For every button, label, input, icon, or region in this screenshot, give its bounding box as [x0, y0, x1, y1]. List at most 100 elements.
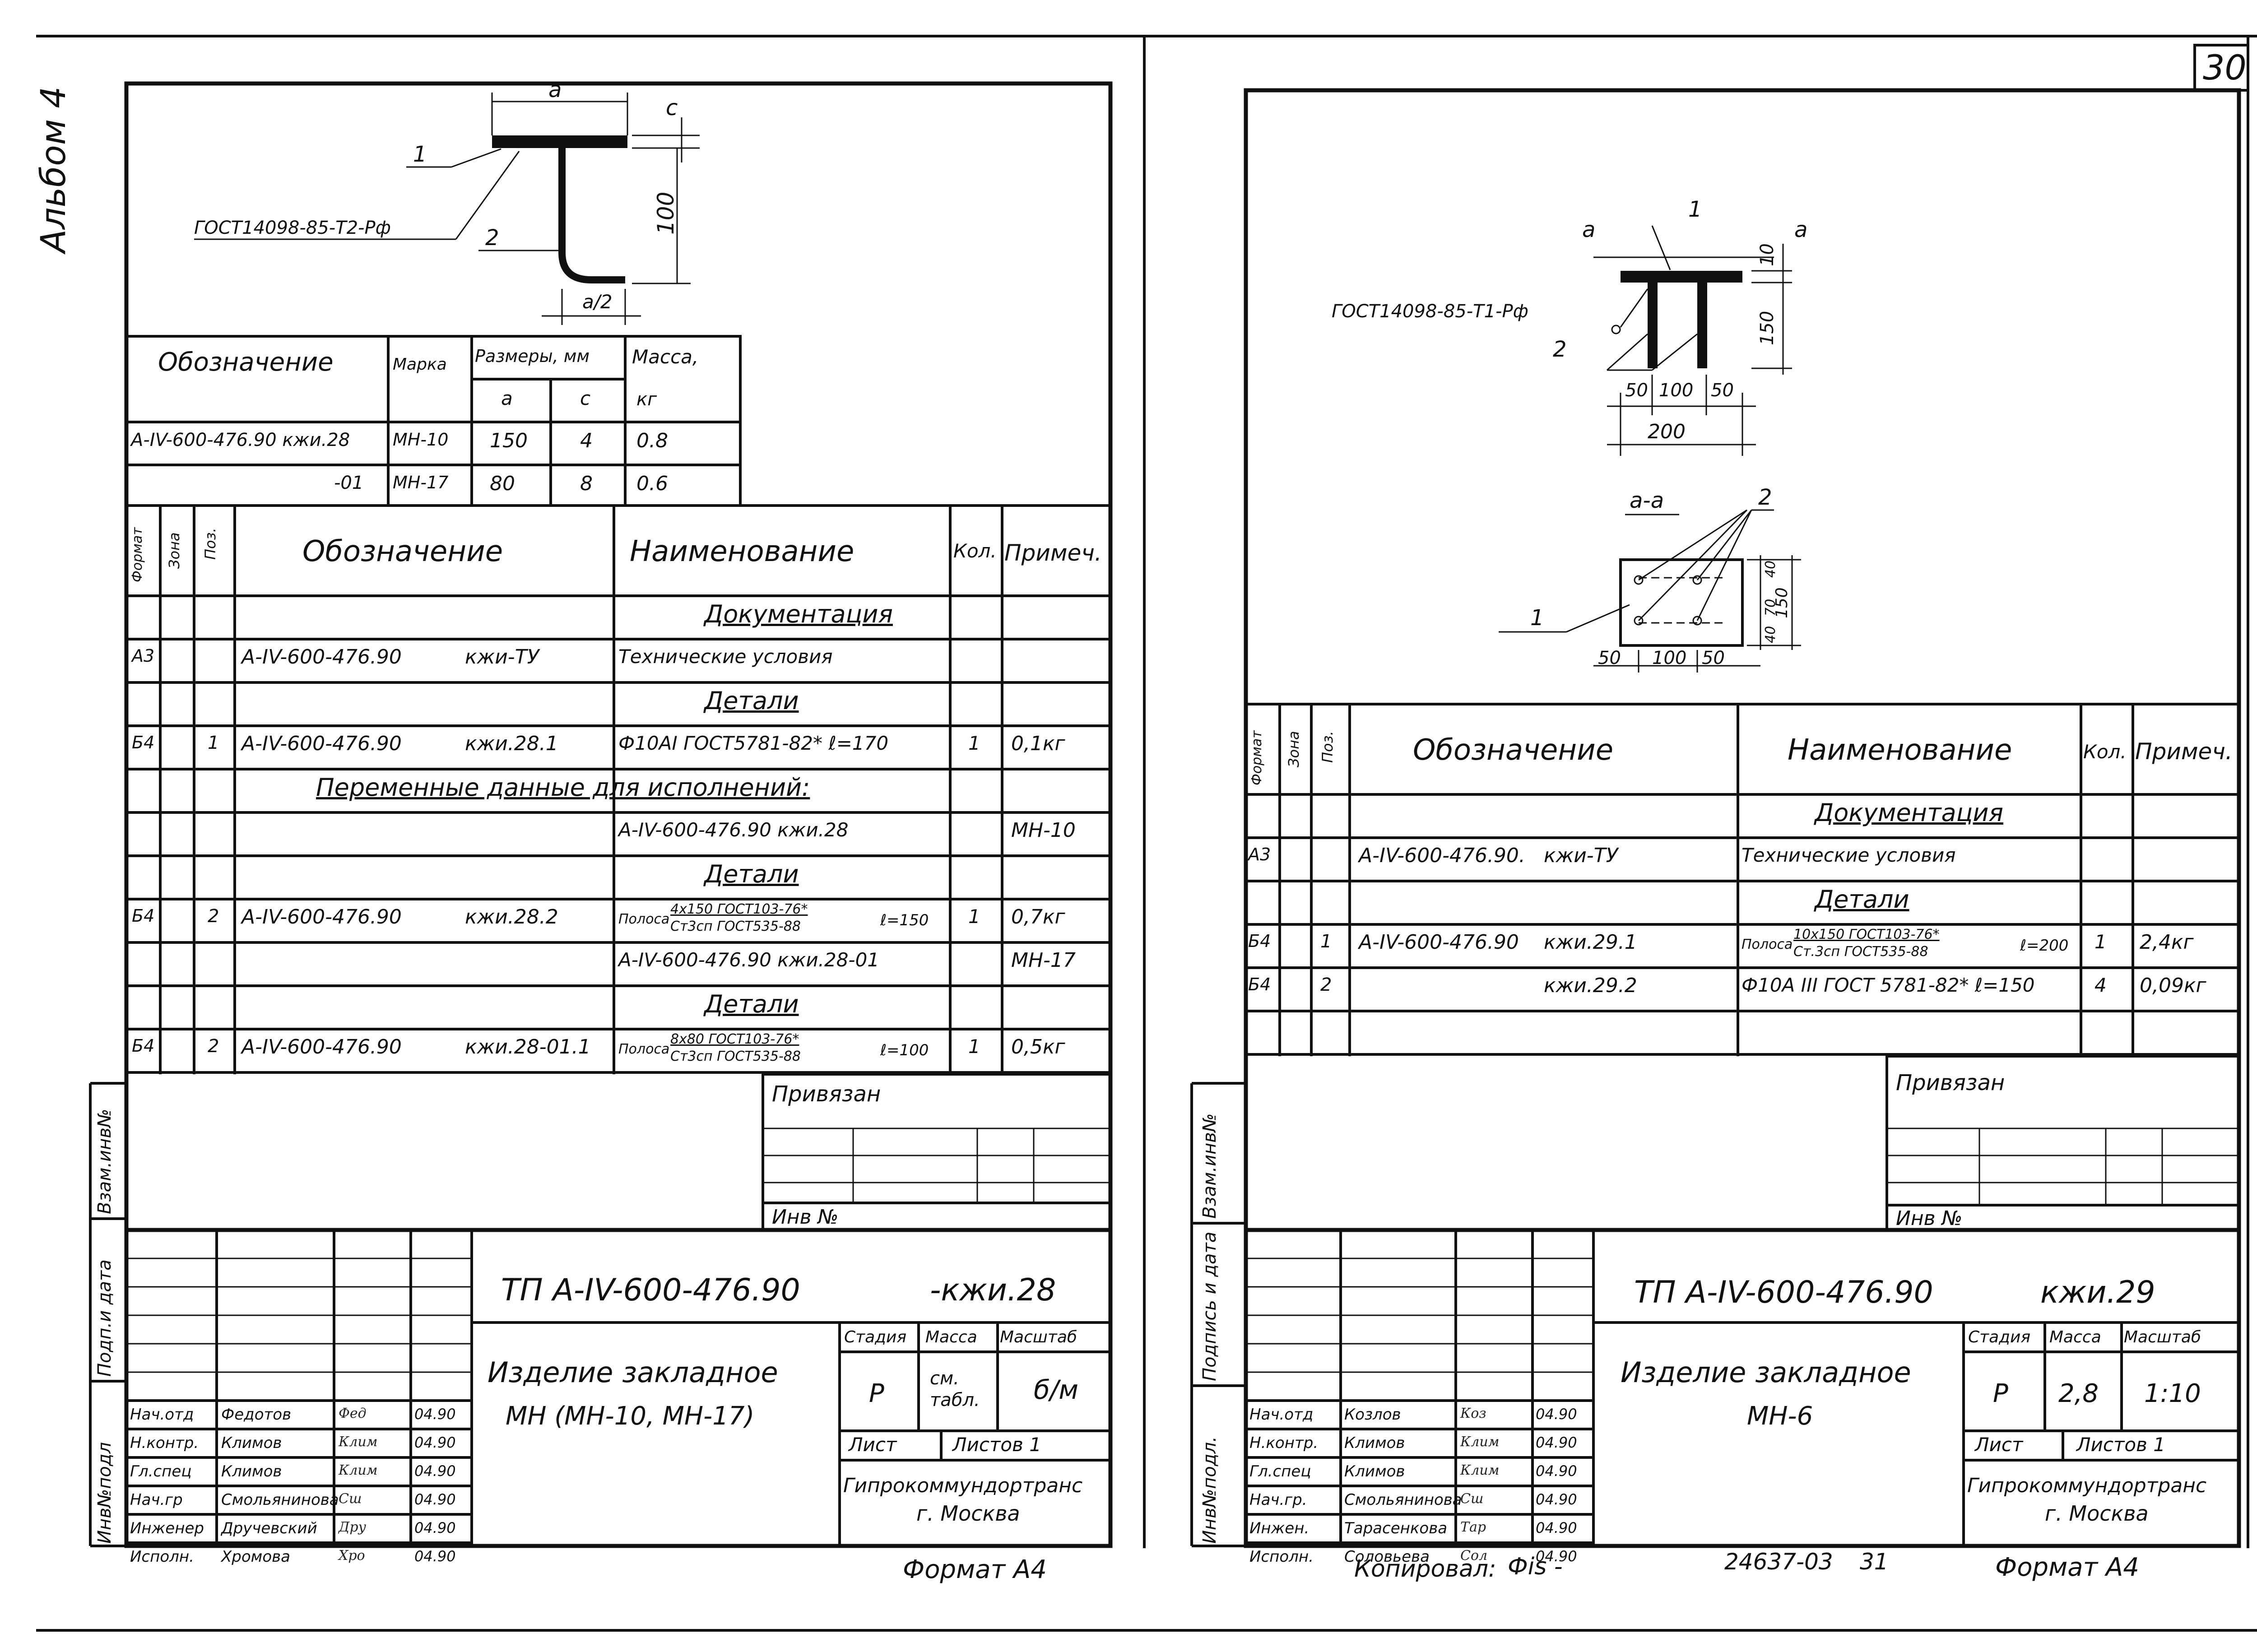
spec-oboz-code: кжи.28.1: [465, 732, 558, 755]
left-tb-masshtab: б/м: [1034, 1374, 1079, 1405]
right-tb-masshtab: 1:10: [2144, 1379, 2201, 1408]
spec-prim: 0,5кг: [1011, 1035, 1065, 1058]
variant-oboz: А-IV-600-476.90 кжи.28: [131, 430, 350, 450]
tb-name: Дручевский: [221, 1519, 317, 1537]
rspec-h-naim: Наименование: [1788, 733, 2012, 767]
spec-poz: 1: [1320, 931, 1332, 952]
spec-naim: А-IV-600-476.90 кжи.28-01: [618, 949, 880, 971]
spec-format: А3: [132, 646, 155, 666]
r-dim-50b: 50: [1711, 380, 1734, 401]
tb-date: 04.90: [414, 1462, 456, 1480]
pos-2: 2: [485, 225, 499, 251]
right-format: Формат А4: [1995, 1553, 2139, 1582]
spec-format: Б4: [132, 906, 155, 926]
tb-date: 04.90: [1536, 1434, 1577, 1451]
tb-signature: Клим: [339, 1434, 378, 1450]
tb-signature: Клим: [339, 1462, 378, 1478]
right-inv-no: Инв №: [1896, 1207, 1963, 1230]
tb-role: Н.контр.: [1249, 1434, 1319, 1452]
r-pos-2: 2: [1553, 337, 1567, 362]
left-tb-list: Лист: [849, 1434, 897, 1456]
spec-section-title: Документация: [704, 600, 893, 628]
spec-variable-data-title: Переменные данные для исполнений:: [316, 773, 810, 802]
tb-name: Смольянинова: [221, 1491, 339, 1509]
right-tb-org1: Гипрокоммундортранс: [1967, 1474, 2207, 1497]
lspec-h-naim: Наименование: [630, 535, 855, 568]
tb-role: Инжен.: [1249, 1519, 1310, 1537]
r-sec-40a: 40: [1763, 560, 1779, 578]
rspec-h-kol: Кол.: [2083, 741, 2127, 763]
serial-page: 31: [1860, 1549, 1889, 1575]
tb-signature: Сш: [1460, 1491, 1484, 1507]
left-tb-h-masshtab: Масштаб: [1000, 1328, 1077, 1346]
vt-h-razmery: Размеры, мм: [475, 346, 590, 366]
r-pos-1: 1: [1688, 197, 1702, 222]
lspec-h-poz: Поз.: [202, 528, 219, 560]
tb-signature: Тар: [1460, 1519, 1486, 1535]
tb-role: Нач.гр.: [1249, 1491, 1307, 1509]
tb-signature: Дру: [339, 1519, 366, 1535]
spec-format: Б4: [1248, 931, 1271, 951]
tb-name: Хромова: [221, 1548, 290, 1566]
tb-date: 04.90: [414, 1548, 456, 1565]
tb-date: 04.90: [414, 1491, 456, 1508]
vt-h-c: c: [580, 387, 591, 409]
left-tb-code: ТП А-IV-600-476.90: [501, 1272, 800, 1308]
tb-date: 04.90: [1536, 1491, 1577, 1508]
spec-naim: Технические условия: [1742, 844, 1956, 866]
variant-marka: МН-17: [393, 473, 449, 492]
spec-prim: 2,4кг: [2140, 931, 2194, 954]
tb-date: 04.90: [1536, 1548, 1577, 1565]
vt-h-kg: кг: [636, 389, 657, 410]
dim-100: 100: [653, 191, 679, 235]
r-dim-a-left: a: [1582, 217, 1596, 242]
spec-format: Б4: [1248, 974, 1271, 994]
weld-gost: ГОСТ14098-85-Т2-Рф: [194, 218, 391, 238]
left-privyazan: Привязан: [772, 1081, 881, 1107]
r-sec-150: 150: [1773, 587, 1791, 618]
tb-signature: Хро: [339, 1548, 365, 1564]
spec-oboz: А-IV-600-476.90: [1359, 931, 1519, 954]
spec-poz: 2: [1320, 974, 1332, 995]
tb-name: Климов: [221, 1434, 282, 1452]
tb-signature: Фед: [339, 1406, 367, 1421]
left-tb-h-stadiya: Стадия: [844, 1328, 907, 1346]
spec-oboz-code: кжи-ТУ: [465, 645, 539, 668]
spec-naim: Ф10АI ГОСТ5781-82* ℓ=170: [618, 732, 889, 754]
right-tb-sheet-code: кжи.29: [2040, 1275, 2155, 1310]
variant-a: 150: [490, 429, 528, 452]
tb-role: Нач.отд: [1249, 1406, 1314, 1424]
serial-number: 24637-03: [1724, 1549, 1833, 1575]
rspec-h-poz: Поз.: [1319, 731, 1336, 763]
tb-role: Гл.спец: [130, 1462, 192, 1480]
tb-signature: Сш: [339, 1491, 362, 1507]
left-tb-name2: МН (МН-10, МН-17): [506, 1401, 755, 1431]
tb-name: Козлов: [1344, 1406, 1401, 1424]
spec-oboz: А-IV-600-476.90.: [1359, 844, 1525, 867]
spec-section-title: Документация: [1815, 798, 2003, 827]
tb-date: 04.90: [414, 1519, 456, 1536]
spec-naim-denominator: Ст.3сп ГОСТ535-88: [1793, 944, 1928, 960]
tb-name: Федотов: [221, 1406, 292, 1424]
r-sec-50b: 50: [1702, 648, 1725, 668]
side-label-vzam: Взам.инв№: [94, 1109, 115, 1214]
variant-massa: 0.8: [636, 429, 668, 452]
tb-role: Исполн.: [1249, 1548, 1314, 1566]
spec-naim: А-IV-600-476.90 кжи.28: [618, 819, 849, 841]
r-dim-100: 100: [1659, 380, 1694, 401]
dim-a2: a/2: [582, 291, 613, 313]
tb-signature: Клим: [1460, 1462, 1500, 1478]
r-section-pos-1: 1: [1530, 605, 1544, 631]
spec-format: Б4: [132, 1036, 155, 1056]
spec-poz: 2: [208, 906, 219, 927]
rspec-h-format: Формат: [1249, 730, 1265, 785]
tb-role: Гл.спец: [1249, 1462, 1311, 1480]
tb-name: Климов: [221, 1462, 282, 1480]
right-tb-stadiya: Р: [1993, 1379, 2008, 1408]
right-tb-h-masshtab: Масштаб: [2124, 1328, 2201, 1346]
spec-section-title: Детали: [704, 687, 799, 715]
spec-oboz: А-IV-600-476.90: [241, 905, 402, 928]
album-label: Альбом 4: [33, 86, 73, 253]
spec-oboz-code: кжи.29.1: [1544, 931, 1637, 954]
tb-name: Соловьева: [1344, 1548, 1430, 1566]
